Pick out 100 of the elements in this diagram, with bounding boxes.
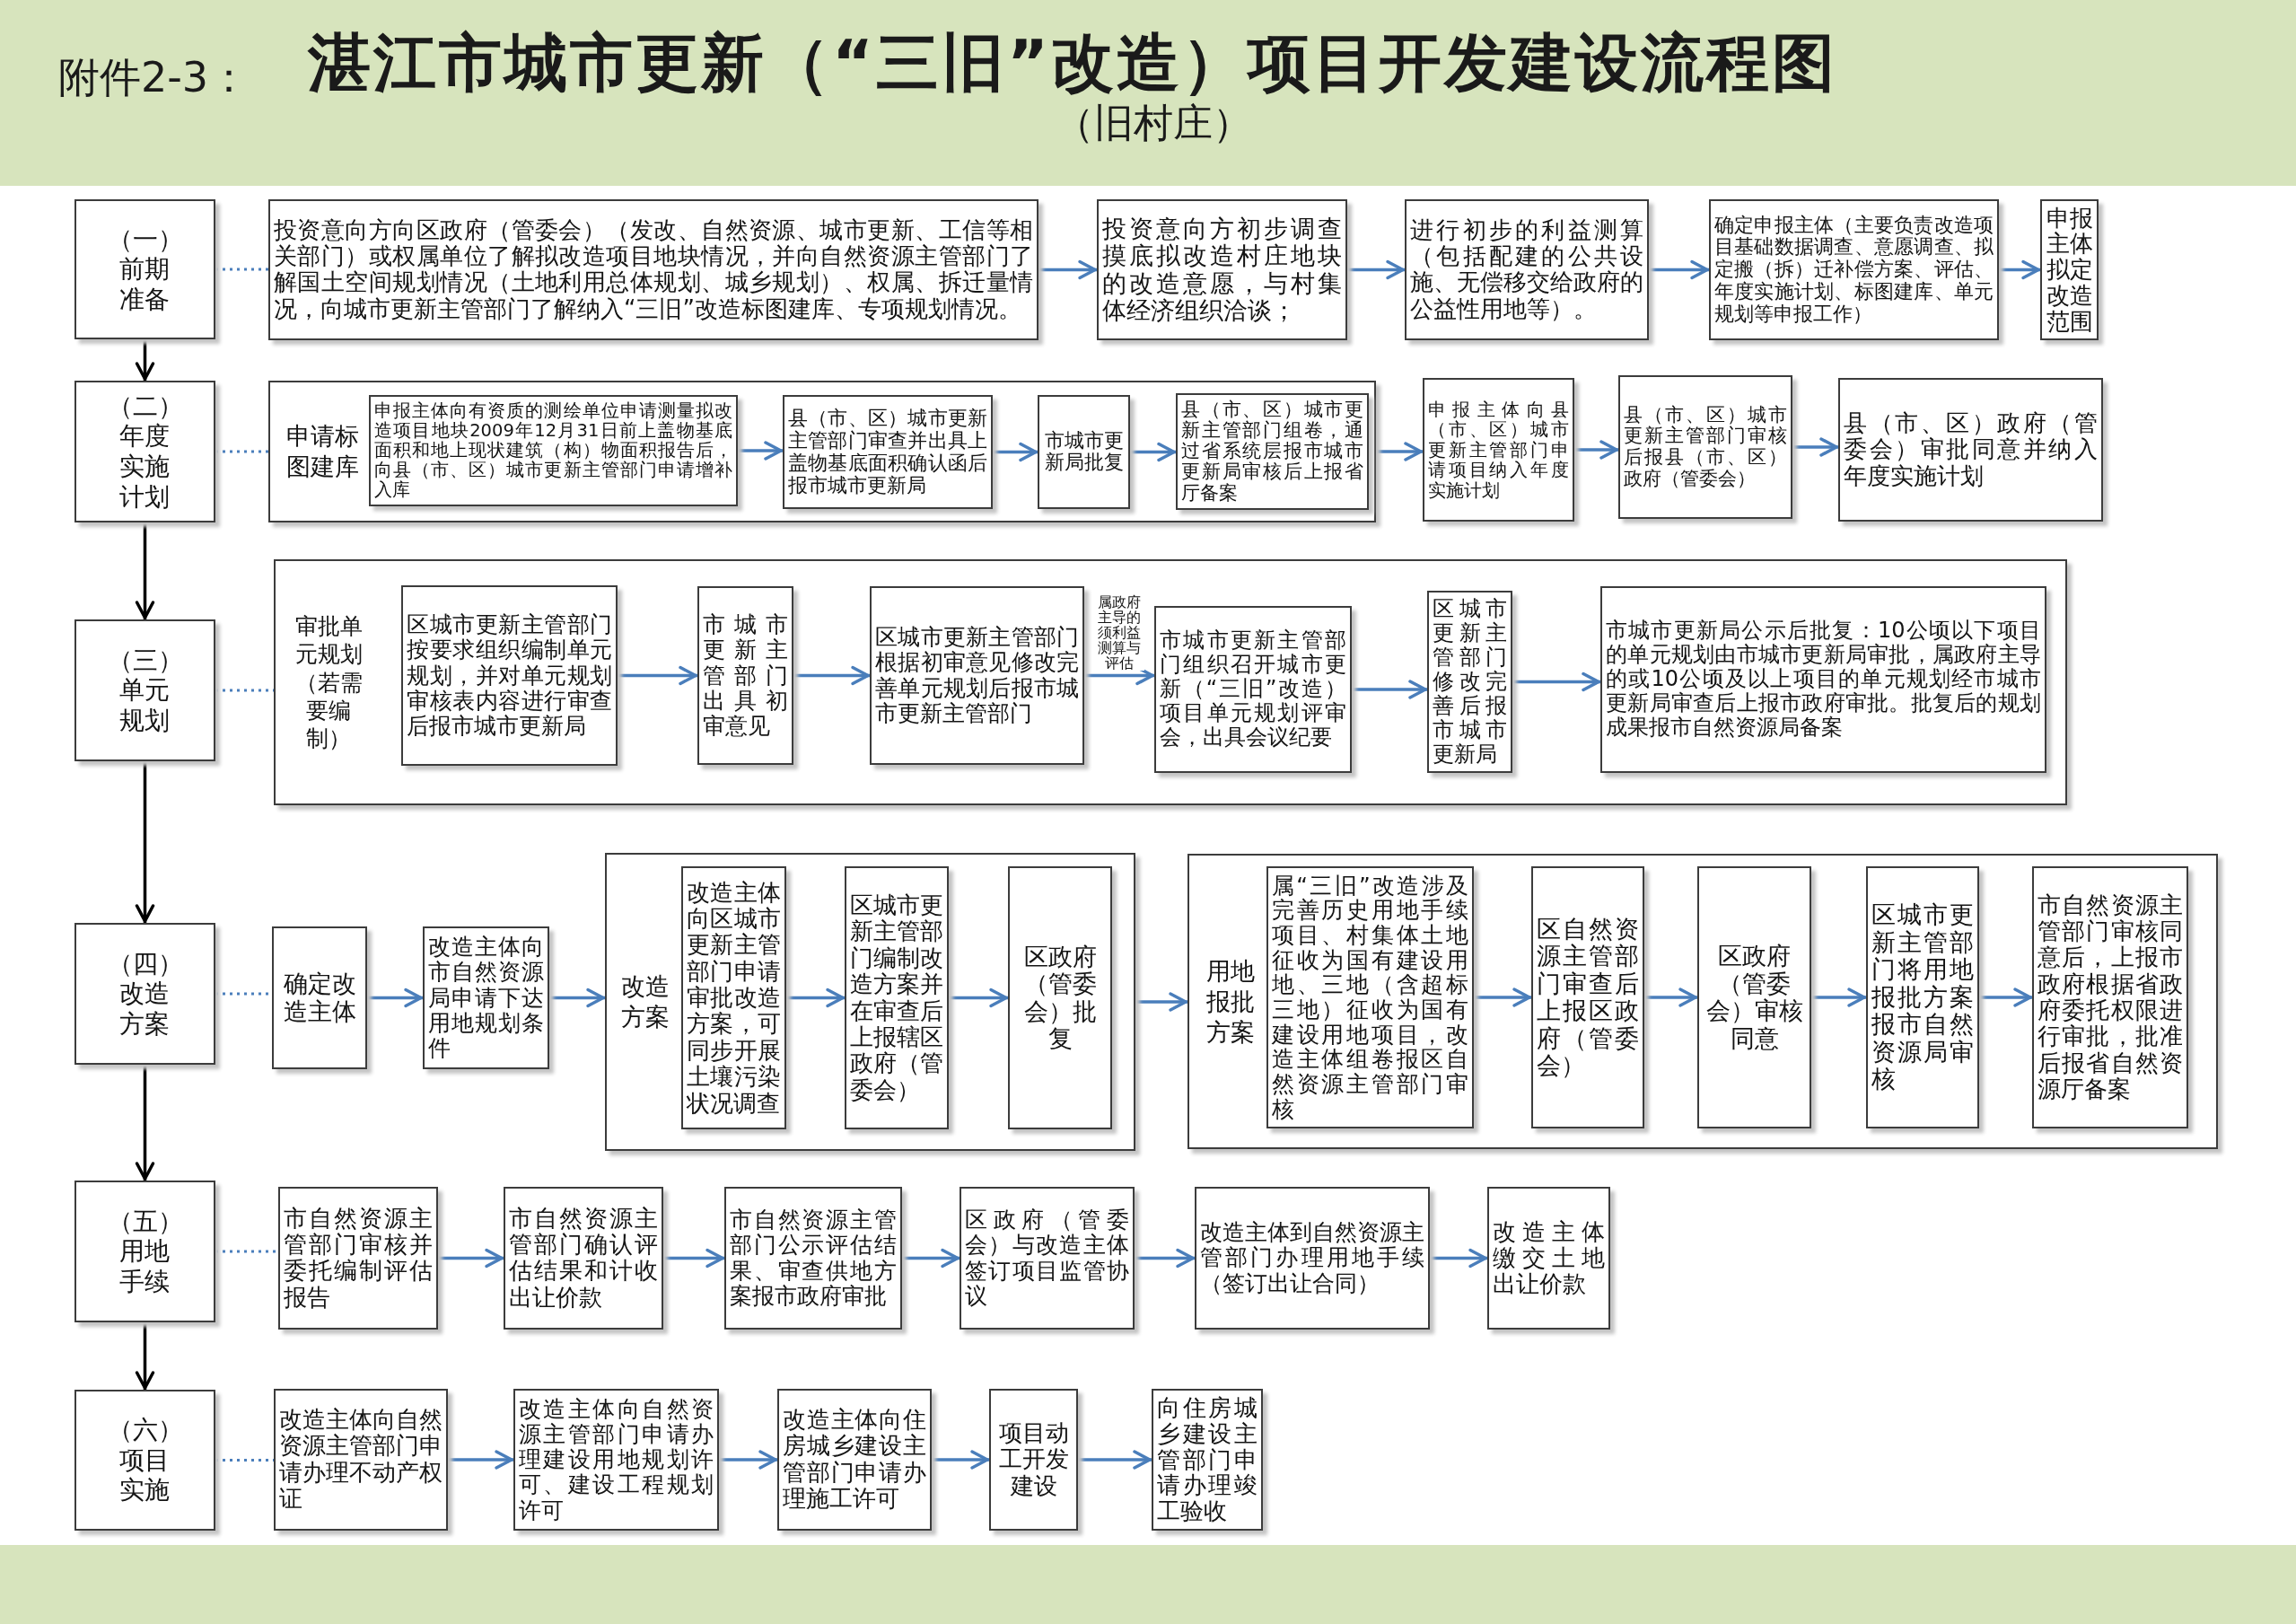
process-box: 区城市更新主管部门将用地报批方案报市自然资源局审核	[1866, 866, 1979, 1128]
process-box: 确定申报主体（主要负责改造项目基础数据调查、意愿调查、拟定搬（拆）迁补偿方案、评估、年度实施计划、标图建库、单元规划等申报工作）	[1709, 199, 1999, 340]
flow-arrow	[738, 441, 783, 461]
process-box: 改造主体向住房城乡建设主管部门申请办理施工许可	[777, 1389, 932, 1531]
stage-box	[74, 619, 215, 761]
process-box: 县（市、区）城市更新主管部门组卷，通过省系统层报市城市更新局审核后上报省厅备案	[1176, 393, 1369, 510]
stage-title: 前期准备	[118, 254, 171, 315]
flow-arrow	[367, 988, 423, 1008]
process-box: 改造主体到自然资源主管部门办理用地手续（签订出让合同）	[1195, 1187, 1430, 1330]
process-box: 区城市更新主管部门修改完善后报市城市更新局	[1427, 591, 1512, 773]
process-box: 市自然资源主管部门审核同意后，上报市政府根据省政府委托权限进行审批，批准后报省自然资源厅备案	[2032, 866, 2188, 1128]
process-box: 市自然资源主管部门审核并委托编制评估报告	[278, 1187, 438, 1330]
process-box: 市自然资源主管部门公示评估结果、审查供地方案报市政府审批	[724, 1187, 902, 1330]
process-box: 市城市更新主管部门组织召开城市更新（“三旧”改造）项目单元规划评审会，出具会议纪要	[1154, 606, 1352, 773]
group-frame	[605, 853, 1135, 1151]
stage-box	[74, 923, 215, 1065]
process-box: 区政府（管委会）审核同意	[1697, 866, 1811, 1128]
process-box: 投资意向方初步调查摸底拟改造村庄地块的改造意愿，与村集体经济组织洽谈；	[1097, 199, 1347, 340]
stage-box	[74, 381, 215, 522]
stage-title: 用地手续	[118, 1236, 171, 1297]
flow-arrow	[1347, 259, 1405, 280]
flow-arrow	[786, 988, 845, 1008]
stage-number: （一）	[107, 224, 183, 255]
title: 湛江市城市更新（“三旧”改造）项目开发建设流程图	[308, 27, 1837, 100]
stage-number: （六）	[107, 1415, 183, 1445]
attachment-label: 附件2-3：	[58, 54, 250, 101]
down-arrow	[135, 1065, 155, 1181]
flow-arrow	[1038, 259, 1097, 280]
stage-box	[74, 1390, 215, 1531]
flow-arrow	[902, 1248, 960, 1268]
process-box: 进行初步的利益测算（包括配建的公共设施、无偿移交给政府的公益性用地等）。	[1405, 199, 1649, 340]
process-box: 向住房城乡建设主管部门申请办理竣工验收	[1152, 1389, 1263, 1531]
flow-arrow	[1130, 442, 1176, 462]
flow-arrow	[932, 1450, 989, 1470]
down-arrow	[135, 1322, 155, 1390]
flow-arrow	[1792, 437, 1838, 457]
flow-arrow	[618, 665, 697, 686]
flow-arrow	[438, 1248, 504, 1268]
group-frame	[1187, 854, 2218, 1149]
process-box: 区城市更新主管部门根据初审意见修改完善单元规划后报市城市更新主管部门	[870, 586, 1084, 765]
flow-arrow	[1811, 988, 1866, 1007]
process-box: 市城市更新主管部门出具初审意见	[697, 586, 793, 765]
process-box: 项目动工开发建设	[989, 1389, 1078, 1531]
process-box: 县（市、区）城市更新主管部门审核后报县（市、区）政府（管委会）	[1618, 375, 1792, 519]
flow-arrow	[663, 1248, 724, 1268]
process-box: 属“三旧”改造涉及完善历史用地手续项目、村集体土地征收为国有建设用地、三地（含超标三地）征收为国有建设用地项目，改造主体组卷报区自然资源主管部门审核	[1266, 866, 1474, 1128]
flow-arrow	[1644, 988, 1697, 1007]
process-box: 申报主体向县（市、区）城市更新主管部门申请项目纳入年度实施计划	[1423, 378, 1574, 522]
group-label: 审批单元规划（若需要编制）	[294, 612, 364, 753]
process-box: 县（市、区）城市更新主管部门审查并出具上盖物基底面积确认函后报市城市更新局	[783, 395, 993, 509]
flow-arrow	[1135, 992, 1187, 1012]
stage-number: （四）	[107, 948, 183, 979]
dotted-connector	[215, 1459, 274, 1462]
stage-title: 年度实施计划	[118, 421, 171, 513]
group-label: 用地报批方案	[1205, 956, 1256, 1048]
dotted-connector	[215, 689, 274, 692]
process-box: 申报主体向有资质的测绘单位申请测量拟改造项目地块2009年12月31日前上盖物基底面积和地上现状建筑（构）物面积报告后，向县（市、区）城市更新主管部门申请增补入库	[369, 395, 738, 506]
process-box: 改造主体向自然资源主管部门申请办理建设用地规划许可、建设工程规划许可	[513, 1389, 719, 1531]
dotted-connector	[215, 1250, 278, 1253]
stage-title: 单元规划	[118, 675, 171, 736]
subtitle: （旧村庄）	[1055, 101, 1252, 146]
process-box: 区城市更新主管部门按要求组织编制单元规划，并对单元规划审核表内容进行审查后报市城市更新局	[401, 585, 618, 766]
group-frame	[268, 381, 1376, 522]
process-box: 改造主体向市自然资源局申请下达用地规划条件	[423, 926, 549, 1069]
stage-box	[74, 199, 215, 339]
flow-arrow	[549, 988, 605, 1008]
process-box: 区城市更新主管部门编制改造方案并在审查后上报辖区政府（管委会）	[845, 866, 949, 1129]
group-label: 改造方案	[620, 971, 670, 1032]
flow-arrow	[1352, 680, 1427, 699]
process-box: 改造主体缴交土地出让价款	[1487, 1187, 1610, 1330]
dotted-connector	[215, 450, 268, 453]
process-box: 县（市、区）政府（管委会）审批同意并纳入年度实施计划	[1838, 378, 2103, 522]
flow-arrow	[1512, 672, 1600, 692]
flow-arrow	[1649, 259, 1709, 280]
flow-arrow	[993, 442, 1038, 462]
process-box: 改造主体向自然资源主管部门申请办理不动产权证	[274, 1389, 448, 1531]
flow-arrow	[1430, 1248, 1487, 1268]
dotted-connector	[215, 268, 268, 271]
flow-arrow	[793, 665, 870, 686]
flow-arrow	[1135, 1248, 1195, 1268]
process-box: 确定改造主体	[272, 926, 367, 1069]
process-box: 市自然资源主管部门确认评估结果和计收出让价款	[504, 1187, 663, 1330]
process-box: 区政府（管委会）批复	[1008, 866, 1112, 1129]
stage-number: （二）	[107, 391, 183, 422]
flow-arrow	[1979, 988, 2032, 1007]
process-box: 区自然资源主管部门审查后上报区政府（管委会）	[1531, 866, 1644, 1128]
process-box: 市城市更新局公示后批复：10公顷以下项目的单元规划由市城市更新局审批，属政府主导的或10公顷及以上项目的单元规划经市城市更新局审查后上报市政府审批。批复后的规划成果报市自然资源局备案	[1600, 586, 2046, 773]
flow-arrow	[719, 1450, 777, 1470]
flow-arrow	[448, 1450, 513, 1470]
process-box: 投资意向方向区政府（管委会）（发改、自然资源、城市更新、工信等相关部门）或权属单位了解拟改造项目地块情况，并向自然资源主管部门了解国土空间规划情况（土地利用总体规划、城乡规划）、权属、拆迁量情况，向城市更新主管部门了解纳入“三旧”改造标图建库、专项规划情况。	[268, 199, 1038, 340]
flow-arrow	[1574, 440, 1618, 460]
process-box: 改造主体向区城市更新主管部门申请审批改造方案，可同步开展土壤污染状况调查	[681, 866, 786, 1129]
stage-number: （三）	[107, 645, 183, 676]
stage-number: （五）	[107, 1206, 183, 1237]
stage-title: 改造方案	[118, 979, 171, 1040]
flow-arrow	[949, 988, 1008, 1008]
process-box: 申报主体拟定改造范围	[2040, 199, 2099, 340]
flow-arrow	[1376, 442, 1423, 461]
flow-arrow	[1999, 259, 2040, 280]
group-frame	[274, 559, 2067, 805]
